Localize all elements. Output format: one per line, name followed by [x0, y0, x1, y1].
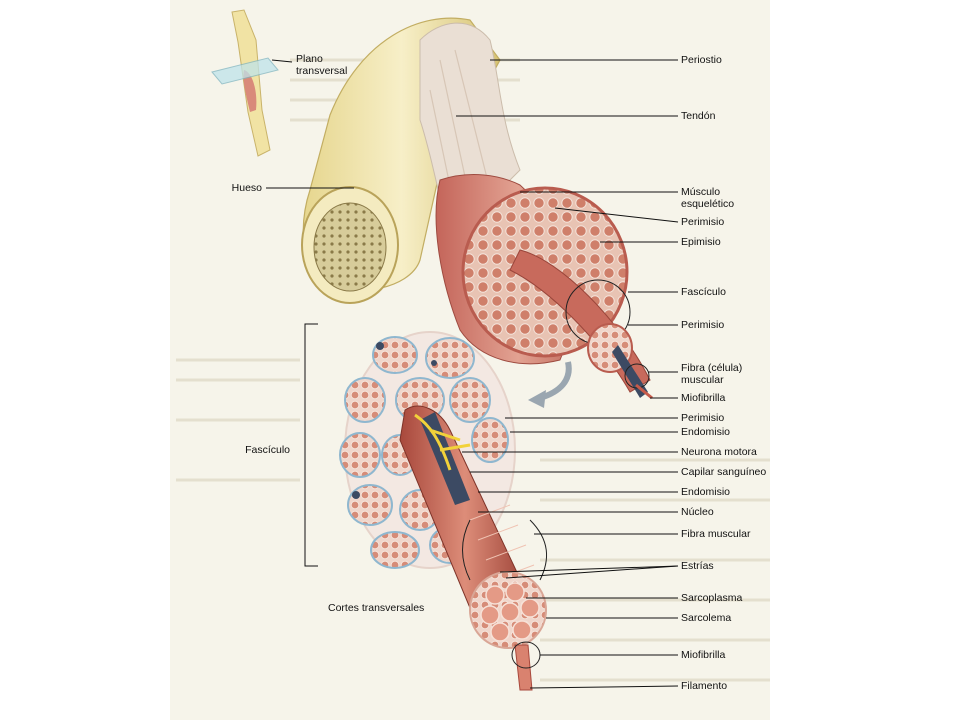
label-miofibrilla-1: Miofibrilla	[681, 392, 726, 404]
bone-marrow-cavity	[313, 202, 387, 292]
label-transverse-plane: Plano transversal	[296, 53, 348, 77]
label-perimisio-3: Perimisio	[681, 412, 725, 424]
label-muscle-fiber: Fibra muscular	[681, 528, 751, 540]
label-nucleus: Núcleo	[681, 506, 714, 518]
label-miofibrilla-2: Miofibrilla	[681, 649, 726, 661]
arm-inset	[211, 9, 279, 157]
label-perimisio-2: Perimisio	[681, 319, 725, 331]
fascicle-bracket	[304, 323, 318, 567]
label-epimisio: Epimisio	[681, 236, 721, 248]
label-motor-neuron: Neurona motora	[681, 446, 757, 458]
motor-neuron	[414, 413, 471, 471]
label-bone: Hueso	[231, 182, 262, 194]
skeletal-muscle	[435, 174, 653, 400]
zoom-arrow	[528, 361, 572, 408]
label-muscle-cell: Fibra (célula) muscular	[681, 362, 743, 386]
transverse-plane	[211, 57, 279, 85]
leader-lines	[266, 59, 679, 689]
muscle-fiber-zoom	[399, 405, 548, 691]
label-tendon: Tendón	[681, 110, 716, 122]
label-periostio: Periostio	[681, 54, 722, 66]
label-striations: Estrías	[681, 560, 714, 572]
label-perimisio-1: Perimisio	[681, 216, 725, 228]
label-blood-capillary: Capilar sanguíneo	[681, 466, 767, 478]
label-sarcoplasm: Sarcoplasma	[681, 592, 743, 604]
label-skeletal-muscle: Músculo esquelético	[681, 186, 735, 210]
label-endomisio-2: Endomisio	[681, 486, 731, 498]
muscle-fiber-strand	[612, 345, 648, 398]
label-filament: Filamento	[681, 680, 728, 692]
label-fasciculo-left: Fascículo	[245, 444, 290, 456]
label-sarcolemma: Sarcolema	[681, 612, 732, 624]
label-fasciculo-right: Fascículo	[681, 286, 726, 298]
label-cross-sections: Cortes transversales	[328, 602, 425, 614]
label-endomisio-1: Endomisio	[681, 426, 731, 438]
